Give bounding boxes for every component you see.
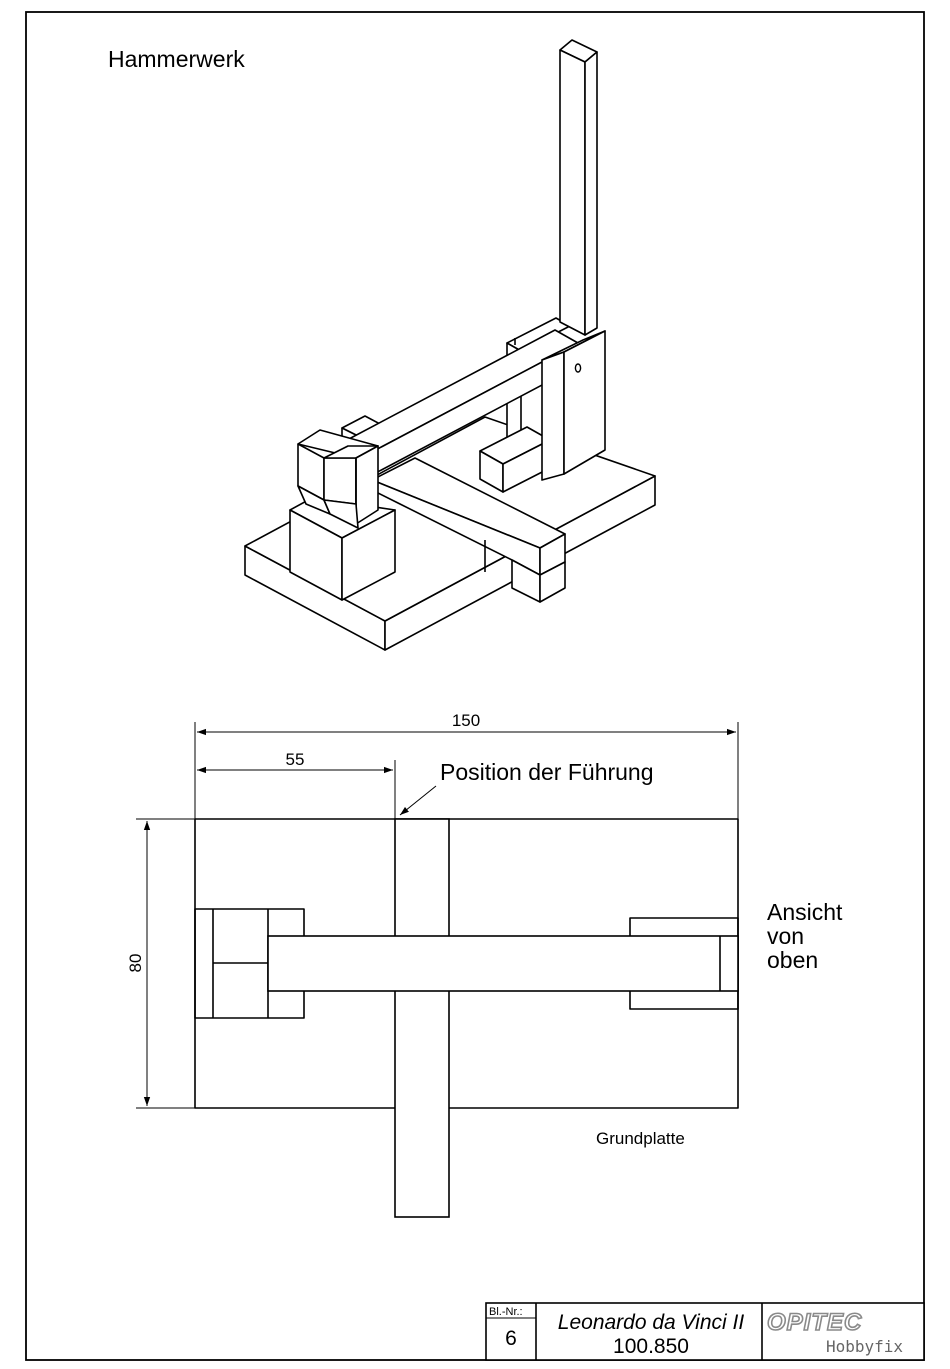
sheet-number: 6 [505,1327,517,1350]
article-number: 100.850 [613,1335,689,1358]
drawing-title: Hammerwerk [108,46,245,72]
top-hammer-arm [268,936,738,991]
base-plate-label: Grundplatte [596,1129,685,1148]
view-label-line2: von [767,923,804,949]
iso-tall-post [560,40,597,335]
sheet-border [26,12,924,1360]
view-label-line1: Ansicht [767,899,843,925]
top-view: 150 55 80 Position der Führung Ansicht v… [126,711,843,1217]
guide-position-label: Position der Führung [440,759,654,785]
sheet-number-label: Bl.-Nr.: [489,1306,523,1318]
view-label-line3: oben [767,947,818,973]
project-title: Leonardo da Vinci II [558,1311,745,1334]
pivot-hole [575,364,580,372]
dim-height-value: 80 [126,954,145,973]
brand-logo-text: OPITEC [767,1309,862,1336]
guide-leader-line [400,786,436,815]
isometric-view [245,40,655,650]
dim-guide-offset-value: 55 [286,750,305,769]
brand-sub-text: Hobbyfix [826,1337,903,1356]
dim-total-width-value: 150 [452,711,480,730]
top-guide-strip [395,819,449,1217]
